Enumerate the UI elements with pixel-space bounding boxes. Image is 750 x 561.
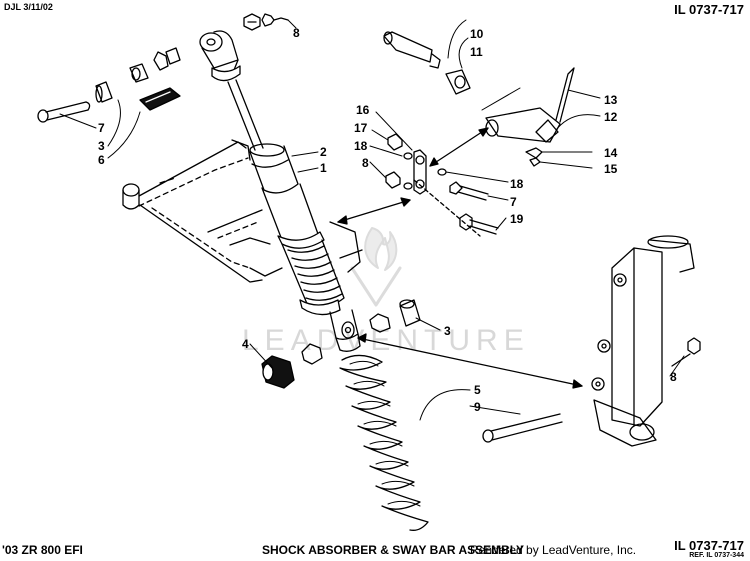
date-code: DJL 3/11/02	[4, 2, 53, 12]
callout-7b: 7	[510, 195, 517, 209]
leader-lines	[59, 19, 685, 421]
illustration-id-top: IL 0737-717	[674, 2, 744, 17]
callout-4: 4	[242, 337, 249, 351]
callout-8c: 8	[670, 370, 677, 384]
callout-1: 1	[320, 161, 327, 175]
assembly-arrows	[337, 127, 583, 389]
callout-18: 18	[354, 139, 368, 153]
ski-spindle	[591, 235, 701, 447]
callout-8b: 8	[362, 156, 369, 170]
callout-13: 13	[604, 93, 618, 107]
callout-15: 15	[604, 162, 618, 176]
callout-18b: 18	[510, 177, 524, 191]
long-bolt	[482, 413, 563, 443]
callout-10: 10	[470, 27, 484, 41]
callout-8: 8	[293, 26, 300, 40]
top-mount-hardware	[37, 13, 289, 123]
shock-absorber	[199, 30, 361, 352]
illustration-id-bottom: IL 0737-717	[674, 538, 744, 553]
callout-6: 6	[98, 153, 105, 167]
callout-7: 7	[98, 121, 105, 135]
callout-14: 14	[604, 146, 618, 160]
callout-9: 9	[474, 400, 481, 414]
callout-2: 2	[320, 145, 327, 159]
render-credit: Rendered by LeadVenture, Inc.	[470, 543, 637, 557]
callout-3b: 3	[444, 324, 451, 338]
callout-17: 17	[354, 121, 368, 135]
callout-16: 16	[356, 103, 370, 117]
watermark-text: LEADVENTURE	[242, 324, 530, 357]
assembly-title: SHOCK ABSORBER & SWAY BAR ASSEMBLY	[262, 543, 525, 557]
model-name: '03 ZR 800 EFI	[2, 543, 83, 557]
sway-bar-link	[385, 133, 499, 237]
callout-labels: 8 10 11 13 12 16 17 18 8 14 15 18 7 19 2…	[98, 26, 677, 414]
sway-bar-arm	[383, 31, 575, 167]
callout-3: 3	[98, 139, 105, 153]
callout-19: 19	[510, 212, 524, 226]
callout-5: 5	[474, 383, 481, 397]
coil-spring	[339, 354, 429, 531]
reference-id: REF. IL 0737-344	[689, 552, 744, 559]
watermark-logo	[350, 227, 402, 307]
a-arm-frame	[122, 139, 363, 283]
callout-11: 11	[470, 45, 483, 59]
callout-12: 12	[604, 110, 618, 124]
